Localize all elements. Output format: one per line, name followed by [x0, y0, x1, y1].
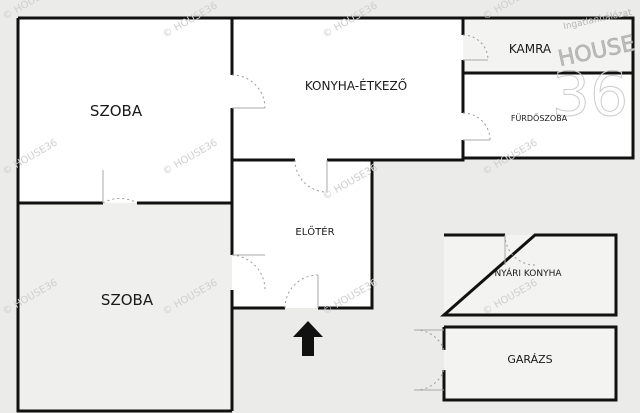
doors — [102, 34, 536, 391]
room-furdo — [463, 73, 633, 158]
label-szoba-bottom: SZOBA — [101, 291, 154, 309]
label-konyha: KONYHA-ÉTKEZŐ — [305, 78, 407, 93]
label-garazs: GARÁZS — [507, 353, 552, 366]
label-kamra: KAMRA — [509, 42, 552, 56]
label-nyari: NYÁRI KONYHA — [494, 267, 562, 279]
room-garazs — [444, 327, 616, 400]
room-nyari — [444, 235, 616, 315]
room-szoba-top — [18, 18, 232, 203]
room-eloter — [232, 160, 372, 308]
room-konyha — [232, 18, 463, 160]
label-szoba-top: SZOBA — [90, 102, 143, 120]
arrow-up-icon — [293, 321, 323, 356]
label-eloter: ELŐTÉR — [295, 224, 334, 238]
room-szoba-bottom — [18, 203, 232, 411]
logo-line3: 36 — [552, 60, 628, 130]
room-kamra — [463, 18, 633, 73]
label-furdo: FÜRDŐSZOBA — [511, 113, 568, 123]
